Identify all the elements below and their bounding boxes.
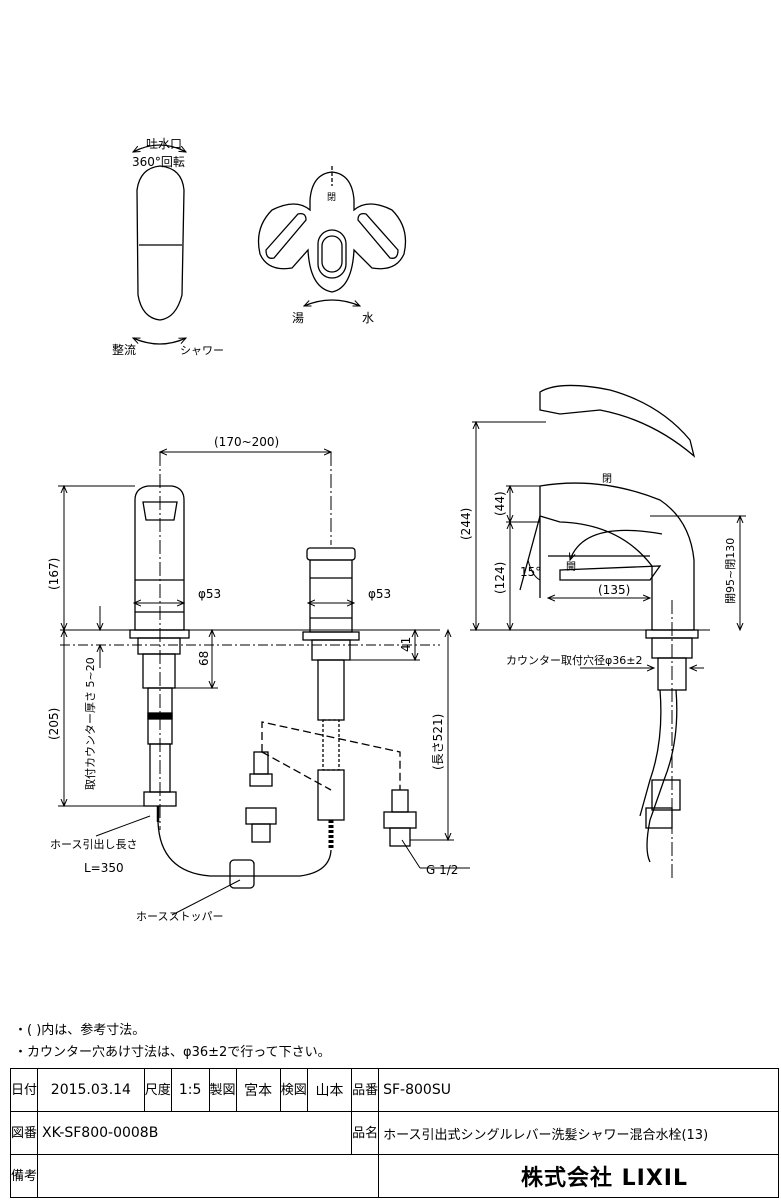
company-logo: 株式会社 LIXIL bbox=[378, 1154, 779, 1198]
dim-124: (124) bbox=[493, 562, 507, 594]
close-mark: 閉 bbox=[327, 192, 336, 203]
dim-width: (170~200) bbox=[214, 435, 279, 449]
counter-lines bbox=[60, 452, 710, 880]
drawing-no: XK-SF800-0008B bbox=[37, 1111, 353, 1155]
date-value: 2015.03.14 bbox=[37, 1068, 145, 1112]
counter-hole-label: カウンター取付穴径φ36±2 bbox=[506, 653, 642, 667]
product-name: ホース引出式シングルレバー洗髪シャワー混合水栓(13) bbox=[378, 1111, 779, 1155]
hose-length-value: L=350 bbox=[84, 861, 124, 875]
scale-head: 尺度 bbox=[143, 1068, 172, 1112]
dim-length: (長さ521) bbox=[431, 714, 445, 770]
dim-dia-right: φ53 bbox=[368, 587, 391, 601]
spout-top-view bbox=[133, 144, 186, 345]
close-label: 閉 bbox=[602, 473, 612, 485]
date-head: 日付 bbox=[9, 1068, 39, 1112]
product-no: SF-800SU bbox=[378, 1068, 779, 1112]
product-no-head: 品番 bbox=[351, 1068, 380, 1112]
lever-range: 開95~閉130 bbox=[724, 538, 737, 604]
shower-label: シャワー bbox=[180, 344, 224, 357]
drawing-no-head: 図番 bbox=[9, 1111, 39, 1155]
dim-height: (167) bbox=[47, 558, 61, 590]
dim-41: 41 bbox=[399, 637, 413, 652]
checked-head: 検図 bbox=[279, 1068, 308, 1112]
angle-label: 15° bbox=[520, 565, 541, 579]
dim-135: (135) bbox=[598, 583, 630, 597]
dim-44: (44) bbox=[493, 491, 507, 516]
title-block: 日付 2015.03.14 尺度 1:5 製図 宮本 検図 山本 品番 SF-8… bbox=[9, 1068, 779, 1198]
drawn-head: 製図 bbox=[208, 1068, 237, 1112]
dim-68: 68 bbox=[197, 651, 211, 666]
flow-label: 整流 bbox=[112, 342, 136, 357]
thread-label: G 1/2 bbox=[426, 863, 458, 877]
notes: ・( )内は、参考寸法。 ・カウンター穴あけ寸法は、φ36±2で行って下さい。 bbox=[14, 1020, 331, 1064]
dim-205: (205) bbox=[47, 708, 61, 740]
dimension-lines bbox=[58, 422, 746, 916]
scale-value: 1:5 bbox=[170, 1068, 210, 1112]
hose-length-label: ホース引出し長さ bbox=[50, 837, 137, 851]
faucet-side-view bbox=[519, 384, 699, 863]
note-item: ・( )内は、参考寸法。 bbox=[14, 1023, 146, 1038]
lever-top-view bbox=[257, 166, 407, 307]
remarks-value bbox=[37, 1154, 380, 1198]
note-item: ・カウンター穴あけ寸法は、φ36±2で行って下さい。 bbox=[14, 1045, 331, 1060]
open-label: 開 bbox=[566, 561, 576, 573]
counter-thickness: 取付カウンター厚さ 5~20 bbox=[84, 657, 97, 790]
cold-label: 水 bbox=[362, 311, 374, 325]
hose-stopper-label: ホースストッパー bbox=[136, 910, 223, 923]
checked-by: 山本 bbox=[306, 1068, 353, 1112]
remarks-head: 備考 bbox=[9, 1154, 39, 1198]
lever-front-view bbox=[157, 547, 417, 889]
rotation-label: 360°回転 bbox=[132, 155, 185, 169]
dim-dia-left: φ53 bbox=[198, 587, 221, 601]
dim-244: (244) bbox=[459, 508, 473, 540]
product-name-head: 品名 bbox=[351, 1111, 380, 1155]
hot-label: 湯 bbox=[292, 311, 304, 325]
drawn-by: 宮本 bbox=[235, 1068, 281, 1112]
spout-label: 吐水口 bbox=[146, 137, 182, 151]
